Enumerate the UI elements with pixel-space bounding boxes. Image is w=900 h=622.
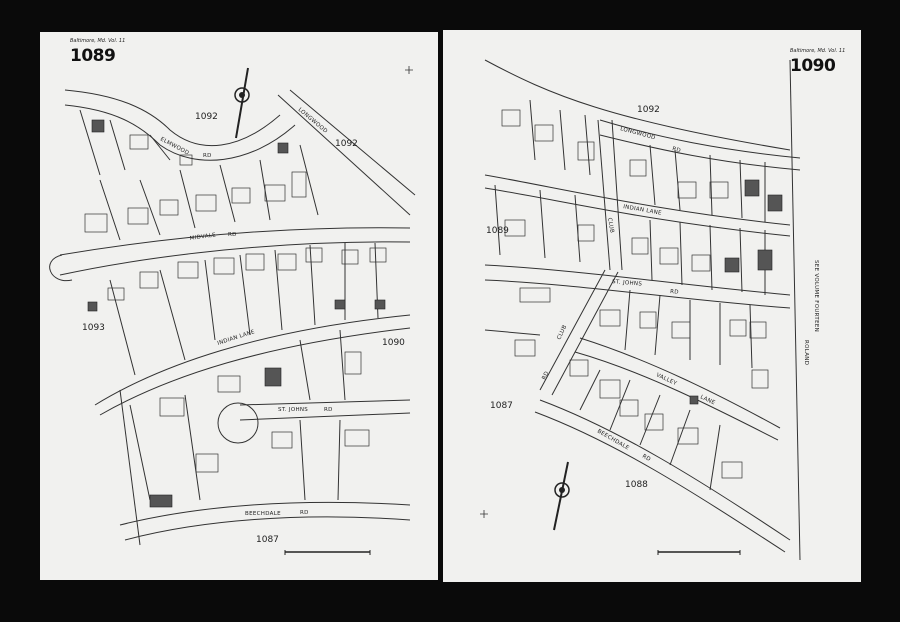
street-club: CLUB: [606, 217, 615, 233]
street-club-lower: CLUB: [556, 324, 568, 341]
street-longwood-rd-right: RD: [671, 146, 681, 154]
street-midvale-rd: RD: [228, 232, 237, 238]
street-longwood-left: LONGWOOD: [297, 107, 329, 135]
left-north-arrow-icon: [234, 67, 250, 139]
registration-marks: [405, 66, 488, 518]
street-beechdale-rd-left: RD: [300, 510, 309, 516]
right-adjacent-top-label: 1092: [637, 105, 660, 115]
right-adjacent-mid-left-label: 1089: [486, 226, 509, 236]
note-see-volume-fourteen: SEE VOLUME FOURTEEN: [813, 260, 819, 332]
left-building-footprints: [87, 119, 386, 508]
street-st-johns-rd-left: RD: [324, 407, 333, 413]
left-caption: Baltimore, Md. Vol. 11: [70, 38, 126, 44]
street-indian-lane-left: INDIAN LANE: [217, 329, 256, 347]
street-beechdale-left: BEECHDALE: [245, 511, 281, 517]
street-indian-lane-right: INDIAN LANE: [623, 204, 663, 217]
left-adjacent-top-label: 1092: [195, 112, 218, 122]
left-scale-bar: [284, 550, 371, 555]
street-st-johns-rd-right: RD: [670, 289, 679, 296]
left-street-lines: [49, 89, 416, 546]
street-st-johns-right: ST. JOHNS: [612, 279, 643, 288]
right-adjacent-bottom-label: 1088: [625, 480, 648, 490]
left-adjacent-top-right-label: 1092: [335, 139, 358, 149]
right-street-lines: [484, 59, 801, 561]
street-roland: ROLAND: [803, 340, 809, 365]
left-adjacent-mid-left-label: 1093: [82, 323, 105, 333]
right-adjacent-bottom-left-label: 1087: [490, 401, 513, 411]
left-adjacent-mid-right-label: 1090: [382, 338, 405, 348]
left-adjacent-bottom-label: 1087: [256, 535, 279, 545]
street-elmwood-rd: RD: [203, 153, 212, 159]
right-caption: Baltimore, Md. Vol. 11: [790, 48, 846, 54]
left-frame-houses: [84, 134, 387, 473]
right-frame-houses: [501, 109, 769, 479]
right-building-footprints: [689, 179, 783, 405]
street-club-rd: RD: [541, 370, 550, 380]
street-beechdale-right: BEECHDALE: [596, 429, 630, 452]
left-page-number: 1089: [70, 46, 116, 66]
street-st-johns-left: ST. JOHNS: [278, 407, 308, 413]
right-north-arrow-icon: [553, 461, 570, 531]
street-beechdale-rd-right: RD: [641, 454, 652, 464]
street-longwood-right: LONGWOOD: [619, 126, 656, 141]
street-midvale: MIDVALE: [189, 232, 216, 242]
right-scale-bar: [657, 550, 741, 555]
right-page-number: 1090: [790, 56, 836, 76]
